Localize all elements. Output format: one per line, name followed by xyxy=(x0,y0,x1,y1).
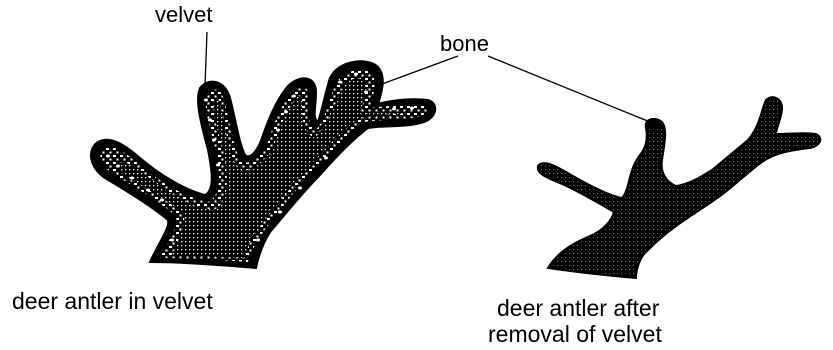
antler-after-velvet-removal xyxy=(538,97,820,278)
caption-antler-after-line2: removal of velvet xyxy=(488,320,662,348)
bare-antler xyxy=(538,97,820,278)
bone-label: bone xyxy=(440,31,489,57)
tine-tip xyxy=(645,118,663,130)
velvet-pointer-line xyxy=(205,32,207,86)
caption-antler-after-line1: deer antler after xyxy=(497,294,659,322)
velvet-label: velvet xyxy=(155,2,212,28)
bone-pointer-line-right xyxy=(488,56,650,122)
bone-pointer-line-left xyxy=(382,56,458,84)
antler-in-velvet xyxy=(91,61,435,268)
caption-antler-in-velvet: deer antler in velvet xyxy=(12,287,213,315)
